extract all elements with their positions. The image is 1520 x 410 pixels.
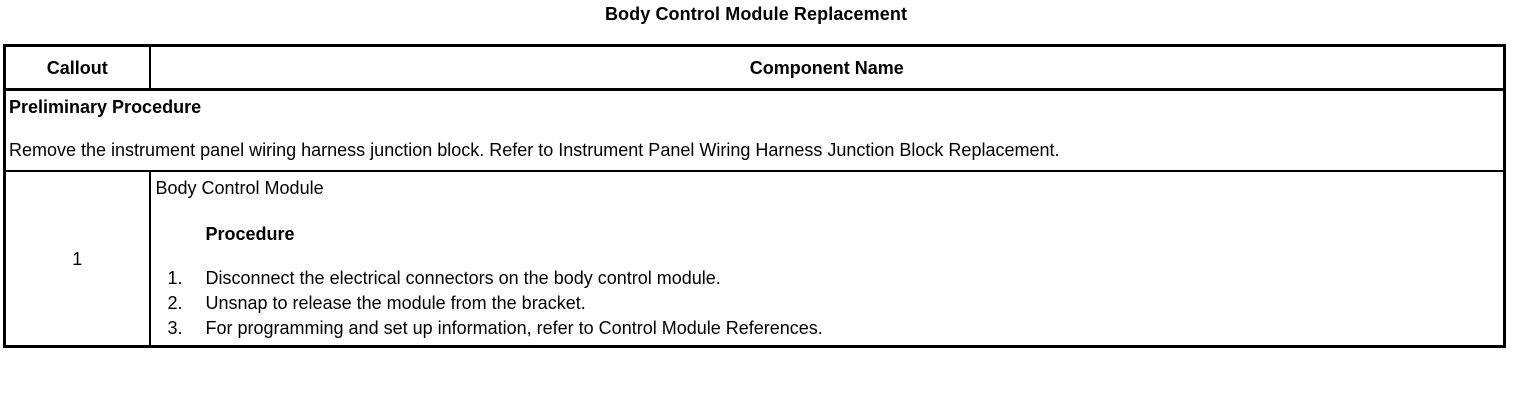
list-item: 3. For programming and set up informatio…	[156, 316, 1499, 341]
procedure-step-list: 1. Disconnect the electrical connectors …	[156, 266, 1499, 341]
spacer	[156, 246, 1499, 266]
list-item: 1. Disconnect the electrical connectors …	[156, 266, 1499, 291]
step-number: 1.	[167, 268, 183, 288]
preliminary-procedure-row: Preliminary Procedure Remove the instrum…	[4, 89, 1505, 172]
component-detail-cell: Body Control Module Procedure 1. Disconn…	[150, 171, 1505, 347]
preliminary-procedure-text: Remove the instrument panel wiring harne…	[9, 140, 1060, 160]
spacer	[9, 119, 1498, 139]
preliminary-procedure-cell: Preliminary Procedure Remove the instrum…	[4, 89, 1505, 172]
preliminary-procedure-heading: Preliminary Procedure	[9, 97, 202, 117]
column-header-component-name: Component Name	[149, 45, 1505, 91]
list-item: 2. Unsnap to release the module from the…	[156, 291, 1499, 316]
step-number: 2.	[167, 293, 183, 313]
table-row: 1 Body Control Module Procedure 1. Disco…	[4, 171, 1505, 347]
step-text: For programming and set up information, …	[205, 318, 823, 338]
step-text: Unsnap to release the module from the br…	[205, 293, 586, 313]
step-number: 3.	[167, 318, 183, 338]
column-header-callout: Callout	[4, 45, 151, 91]
spacer	[156, 200, 1499, 222]
callout-number: 1	[4, 171, 151, 347]
page-title: Body Control Module Replacement	[604, 4, 908, 24]
step-text: Disconnect the electrical connectors on …	[205, 268, 721, 288]
procedure-table: Callout Component Name Preliminary Proce…	[3, 44, 1506, 348]
component-name-text: Body Control Module	[155, 178, 324, 198]
procedure-subheading: Procedure	[205, 224, 295, 244]
table-header-row: Callout Component Name	[4, 45, 1505, 91]
